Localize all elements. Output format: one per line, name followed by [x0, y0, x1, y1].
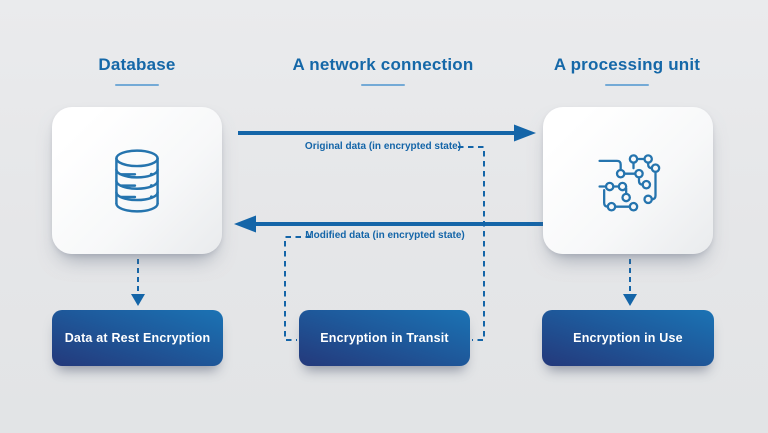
- arrowhead-right-icon: [514, 124, 536, 142]
- arrow-original-data: [238, 124, 536, 142]
- flow-label-original-data: Original data (in encrypted state): [304, 141, 462, 152]
- title-underline: [361, 84, 405, 86]
- circuit-icon: [598, 153, 661, 211]
- box-data-at-rest-encryption: Data at Rest Encryption: [52, 310, 223, 366]
- arrowhead-left-icon: [234, 215, 256, 233]
- dashed-arrow-processing-to-use: [623, 259, 637, 306]
- title-underline: [115, 84, 159, 86]
- processing-unit-card: [543, 107, 713, 254]
- arrowhead-down-icon: [623, 294, 637, 306]
- column-title-network: A network connection: [292, 55, 474, 74]
- box-encryption-in-transit: Encryption in Transit: [299, 310, 470, 366]
- database-icon: [115, 148, 159, 213]
- flow-label-modified-data: Modified data (in encrypted state): [305, 230, 465, 241]
- column-title-processing: A processing unit: [553, 55, 701, 74]
- database-card: [52, 107, 222, 254]
- box-encryption-in-use: Encryption in Use: [542, 310, 714, 366]
- title-underline: [605, 84, 649, 86]
- dashed-arrow-database-to-rest: [131, 259, 145, 306]
- arrowhead-down-icon: [131, 294, 145, 306]
- column-title-database: Database: [98, 55, 176, 74]
